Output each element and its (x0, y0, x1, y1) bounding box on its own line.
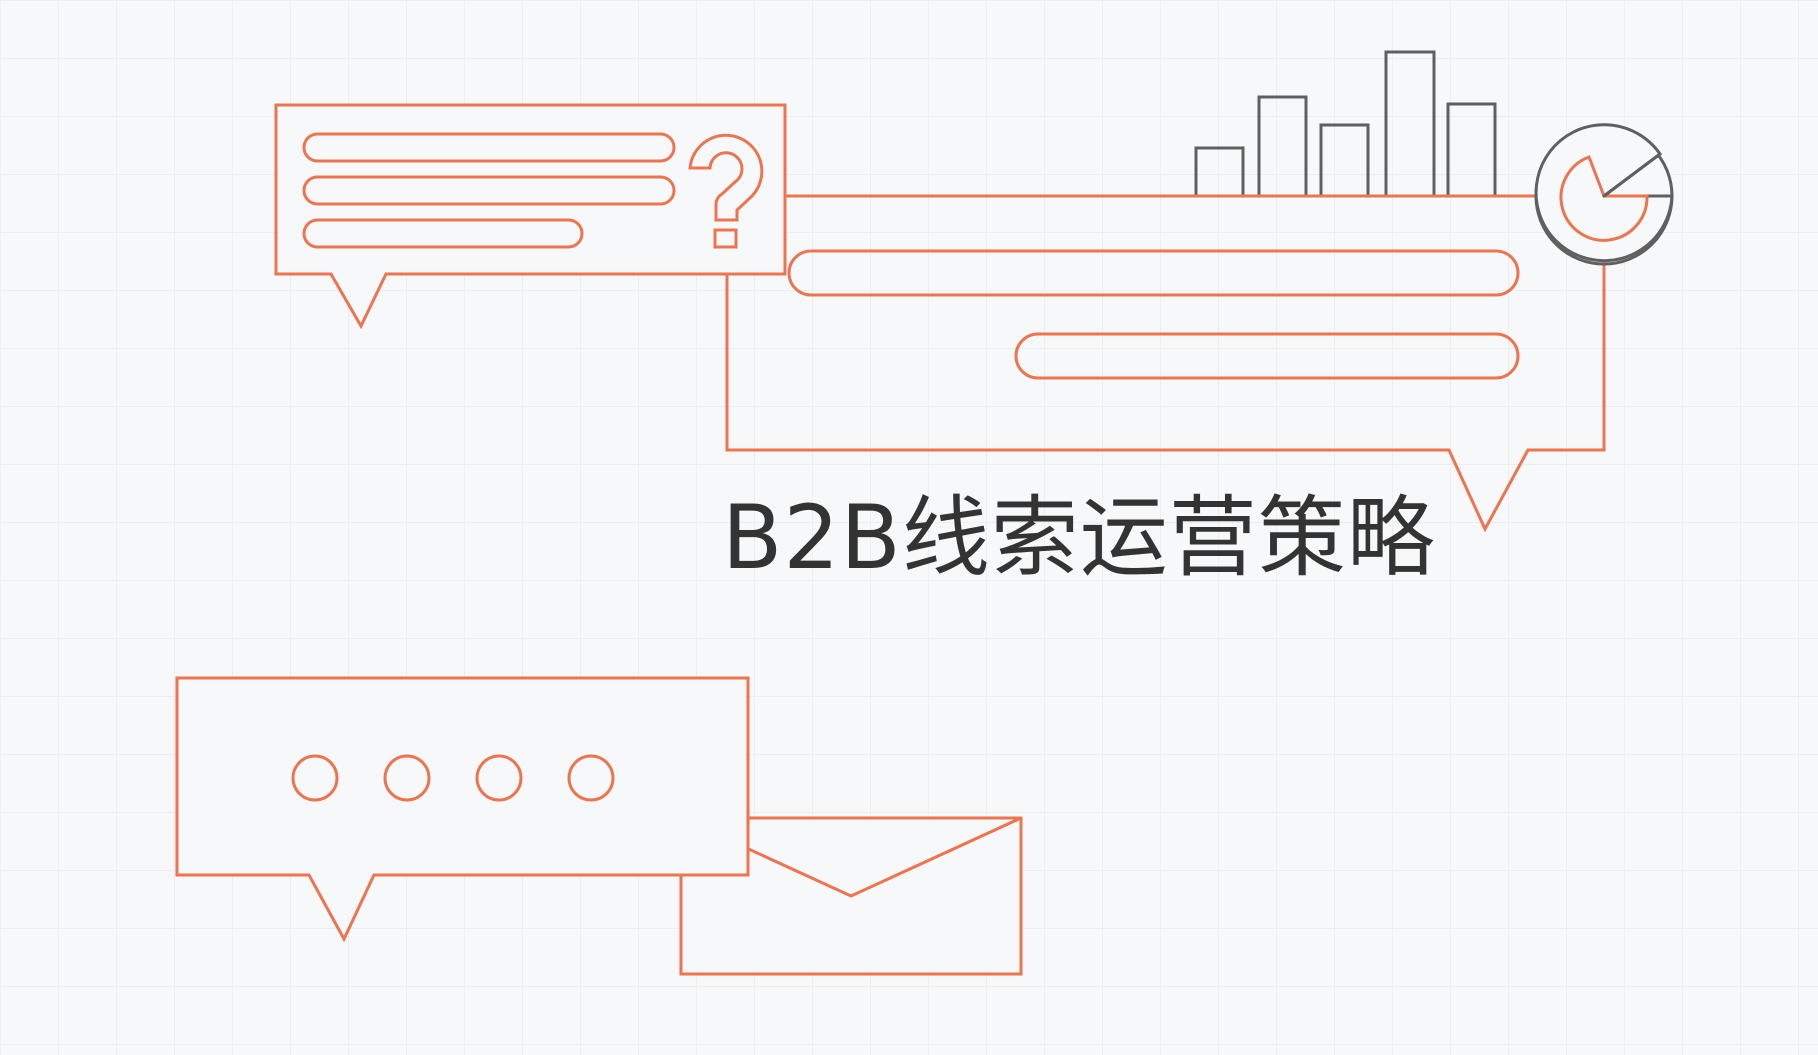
text-line (302, 175, 676, 206)
strategy-bubble-outline (725, 194, 1606, 533)
text-line (1014, 332, 1520, 380)
page-title: B2B线索运营策略 (722, 486, 1436, 589)
typing-bubble (175, 676, 750, 943)
typing-bubble-outline (175, 676, 750, 943)
typing-dots-icon (291, 754, 615, 802)
strategy-bubble (725, 194, 1606, 533)
text-line (302, 218, 584, 249)
question-mark-icon (688, 133, 764, 249)
bar-chart-icon (1194, 50, 1497, 198)
pie-chart-icon (1534, 123, 1674, 266)
text-line (302, 132, 676, 163)
text-line (787, 249, 1520, 297)
question-bubble (274, 103, 787, 330)
